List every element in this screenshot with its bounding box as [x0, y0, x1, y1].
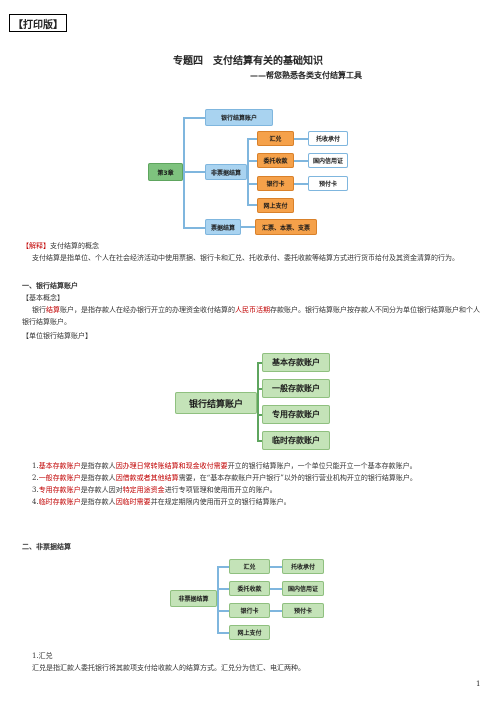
- bill-node: 票据结算: [205, 219, 241, 235]
- page-title: 专题四 支付结算有关的基础知识: [173, 56, 323, 67]
- huidui-node: 汇兑: [257, 131, 294, 146]
- explain-body: 支付结算是指单位、个人在社会经济活动中使用票据、银行卡和汇兑、托收承付、委托收款…: [32, 254, 459, 262]
- general-account-node: 一般存款账户: [262, 379, 330, 398]
- concept-text: 银行: [32, 306, 46, 314]
- bank-card-node: 银行卡: [257, 176, 294, 191]
- online-pay-node: 网上支付: [229, 625, 270, 640]
- account-types-list: 1.基本存款账户是指存款人因办理日常转账结算和现金收付需要开立的银行结算账户，一…: [22, 460, 480, 508]
- weituo-node: 委托收款: [257, 153, 294, 168]
- temporary-account-node: 临时存款账户: [262, 431, 330, 450]
- online-pay-node: 网上支付: [257, 198, 294, 213]
- huidui-node: 汇兑: [229, 559, 270, 574]
- non-bill-node: 非票据结算: [205, 164, 247, 180]
- prepaid-card-node: 预付卡: [308, 176, 348, 191]
- weituo-node: 委托收款: [229, 581, 270, 596]
- huidui-heading: 1.汇兑: [32, 652, 53, 660]
- bank-account-node: 银行结算账户: [205, 109, 273, 126]
- concept-paragraph: 银行结算账户，是指存款人在经办银行开立的办理资金收付结算的人民币活期存款账户。银…: [22, 304, 480, 328]
- list-item: 1.基本存款账户是指存款人因办理日常转账结算和现金收付需要开立的银行结算账户，一…: [32, 462, 417, 470]
- basic-concept-label: 【基本概念】: [22, 294, 64, 302]
- print-version-badge: 【打印版】: [9, 14, 67, 32]
- section1-heading: 一、银行结算账户: [22, 281, 78, 290]
- basic-account-node: 基本存款账户: [262, 353, 330, 372]
- prepaid-card-node: 预付卡: [282, 603, 324, 618]
- list-item: 4.临时存款账户是指存款人因临时需要并在规定期限内使用而开立的银行结算账户。: [32, 498, 291, 506]
- bank-account-center: 银行结算账户: [175, 392, 257, 414]
- concept-highlight: 结算: [46, 306, 60, 314]
- concept-highlight: 人民币活期: [235, 306, 270, 314]
- page-subtitle: ——帮您熟悉各类支付结算工具: [250, 71, 362, 80]
- bank-card-node: 银行卡: [229, 603, 270, 618]
- huidui-body: 汇兑是指汇款人委托银行将其款项支付给收款人的结算方式。汇兑分为信汇、电汇两种。: [32, 664, 305, 672]
- tuoshou-node: 托收承付: [282, 559, 324, 574]
- bill-types-node: 汇票、本票、支票: [255, 219, 317, 235]
- domestic-lc-node: 国内信用证: [308, 153, 348, 168]
- explain-head: 支付结算的概念: [50, 242, 99, 250]
- domestic-lc-node: 国内信用证: [282, 581, 324, 596]
- chapter3-node: 第3章: [148, 163, 183, 181]
- list-item: 3.专用存款账户是存款人因对特定用途资金进行专项管理和使用而开立的账户。: [32, 486, 277, 494]
- explain-tag: 【解释】: [22, 242, 50, 250]
- page-number: 1: [476, 680, 481, 688]
- section2-heading: 二、非票据结算: [22, 542, 71, 551]
- explain-paragraph: 【解释】支付结算的概念 支付结算是指单位、个人在社会经济活动中使用票据、银行卡和…: [22, 240, 480, 264]
- special-account-node: 专用存款账户: [262, 405, 330, 424]
- non-bill-root: 非票据结算: [170, 590, 217, 607]
- concept-text: 账户，是指存款人在经办银行开立的办理资金收付结算的: [60, 306, 235, 314]
- unit-account-label: 【单位银行结算账户】: [22, 332, 92, 340]
- concept-text: 存款账户。银行结算账户按存款人不同分为单位银行结算账户和个人银行结算账户。: [22, 306, 480, 326]
- tuoshou-node: 托收承付: [308, 131, 348, 146]
- list-item: 2.一般存款账户是指存款人因借款或者其他结算需要，在“基本存款账户开户银行”以外…: [32, 474, 417, 482]
